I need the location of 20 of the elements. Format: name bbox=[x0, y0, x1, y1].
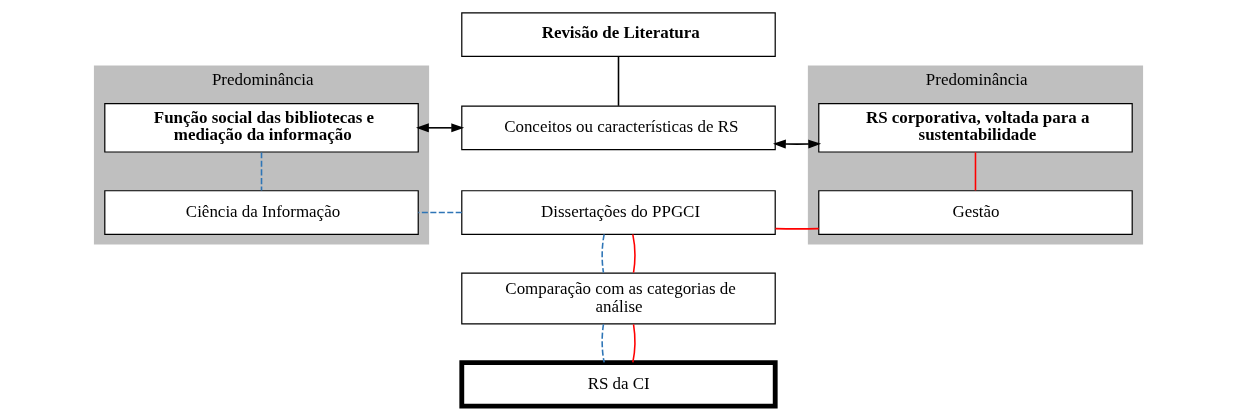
connector bbox=[631, 233, 636, 274]
connector bbox=[617, 55, 619, 107]
connector bbox=[974, 151, 976, 192]
connector bbox=[774, 227, 820, 230]
connector bbox=[417, 211, 463, 214]
arrow bbox=[415, 123, 464, 133]
node-box: RS da CI bbox=[458, 360, 778, 409]
node-box: Ciência da Informação bbox=[103, 190, 419, 235]
node-box: Revisão de Literatura bbox=[460, 12, 776, 58]
connector bbox=[631, 323, 636, 364]
node-box: RS corporativa, voltada para a sustentabilidade bbox=[817, 103, 1133, 153]
node-box: Dissertações do PPGCI bbox=[460, 190, 776, 235]
node-box: Conceitos ou características de RS bbox=[460, 105, 776, 151]
connector bbox=[260, 151, 262, 192]
connector bbox=[600, 323, 605, 364]
arrow bbox=[772, 139, 821, 149]
node-box: Função social das bibliotecas e mediação da informação bbox=[103, 103, 419, 153]
node-box: Comparação com as categorias de análise bbox=[460, 272, 776, 325]
connector bbox=[600, 233, 605, 274]
node-box: Gestão bbox=[817, 190, 1133, 235]
